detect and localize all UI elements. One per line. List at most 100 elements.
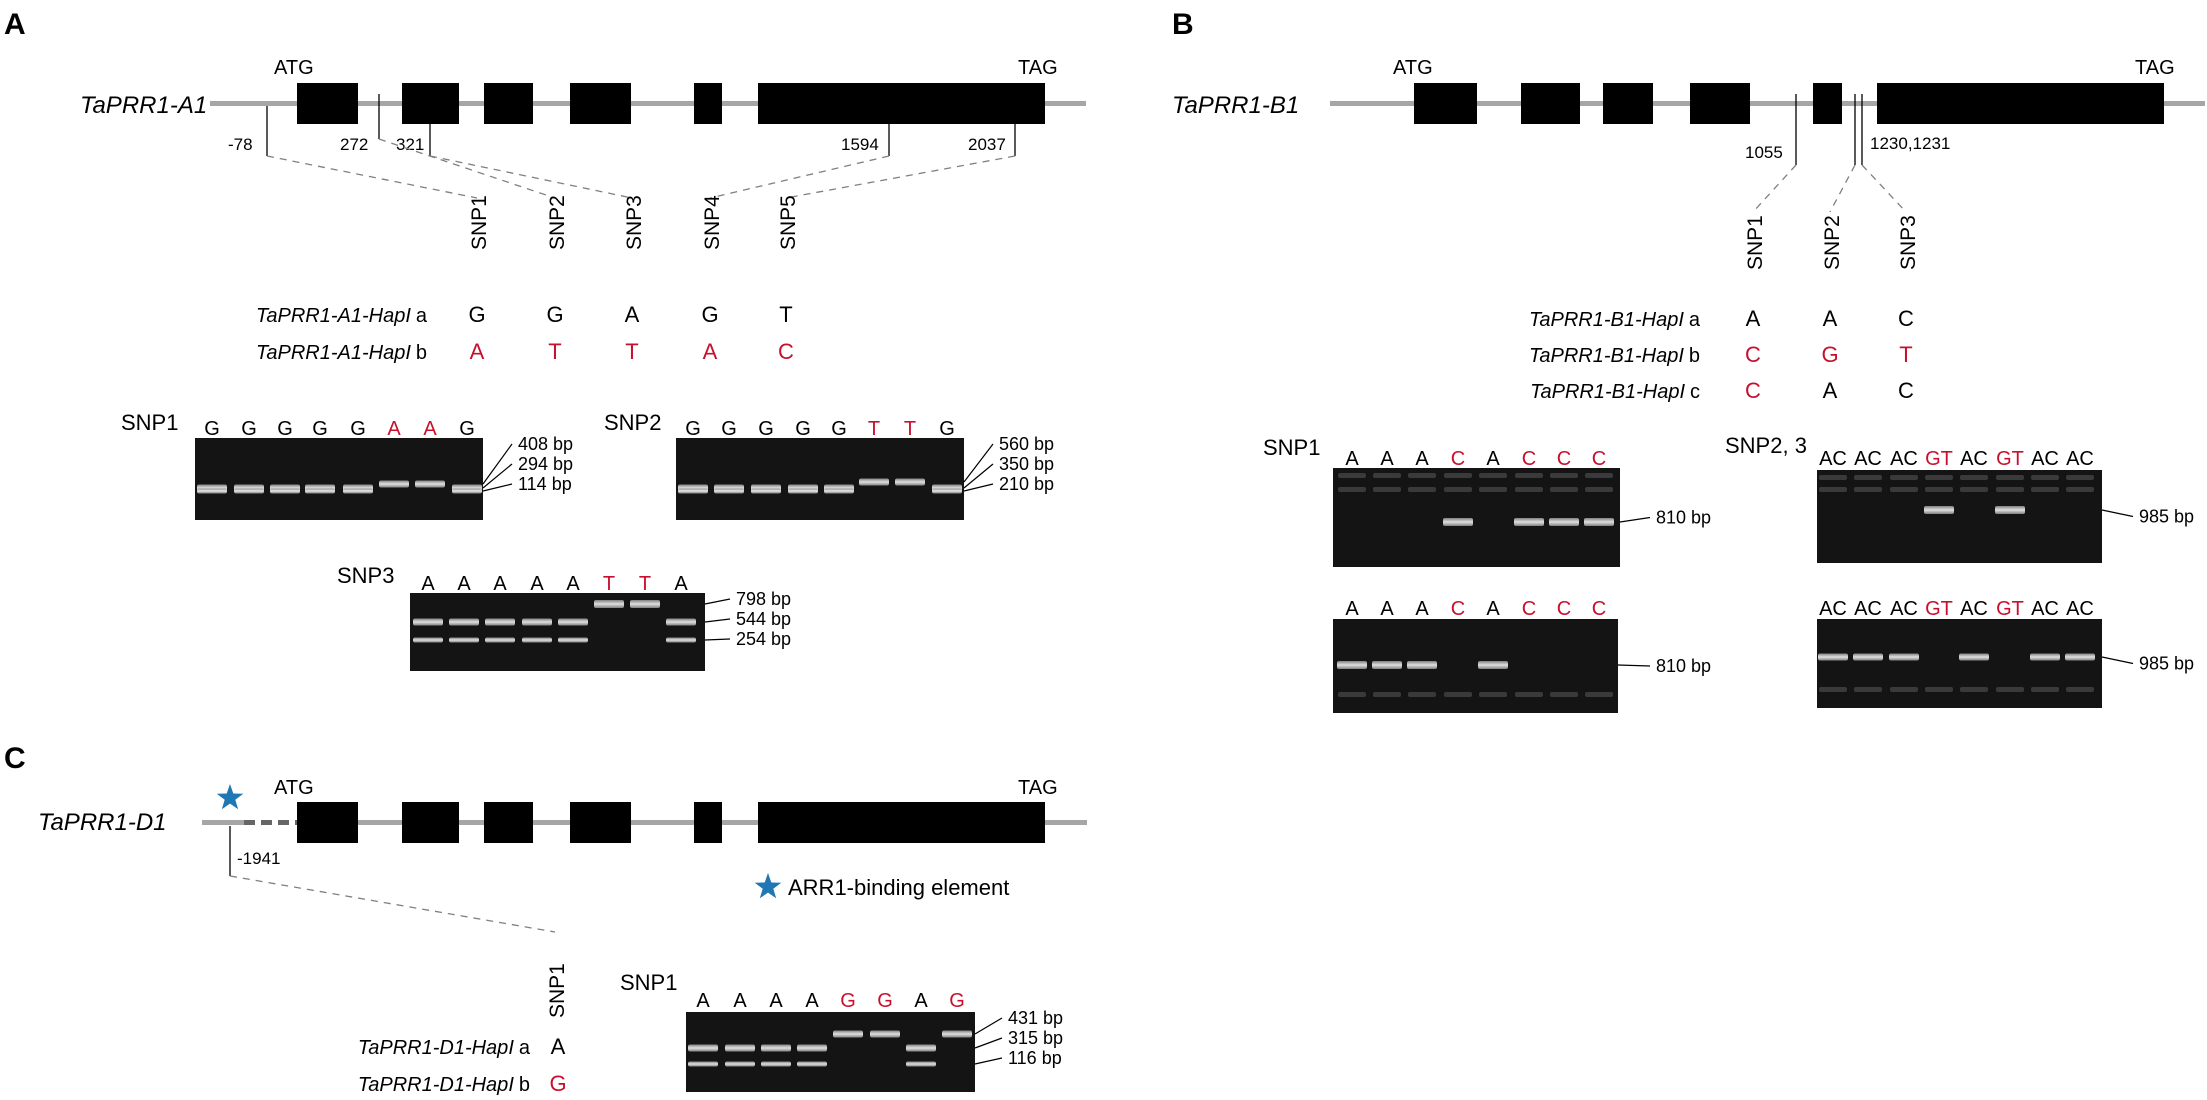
gel-a-1-size-tick-3	[963, 483, 994, 492]
gel-a-2-lane-label-7: T	[639, 573, 651, 595]
gel-a-0-band-1-lane-7	[415, 480, 445, 488]
position-label-a-5: 2037	[968, 135, 1006, 154]
gel-a-0-background	[195, 438, 483, 520]
gel-b-2-faint-band-1-2	[1373, 692, 1401, 697]
gel-b-0-size-label-1: 810 bp	[1656, 508, 1711, 528]
allele-a-b-5: C	[778, 339, 794, 364]
gel-b-1-faint-band-1-4	[1925, 475, 1953, 480]
gel-c-0-band-1-lane-8	[942, 1030, 972, 1038]
gel-a-2-size-tick-2	[704, 618, 731, 623]
gene-backbone-c	[297, 820, 1087, 825]
gel-b-0-lane-label-5: A	[1486, 448, 1500, 470]
gel-a-0-size-label-1: 408 bp	[518, 434, 573, 454]
allele-a-b-1: A	[470, 339, 485, 364]
gel-b-3-lane-label-7: AC	[2031, 598, 2059, 620]
gel-b-0-lane-label-4: C	[1451, 448, 1465, 470]
gel-b-3-faint-band-1-2	[1854, 687, 1882, 692]
exon-c-2	[402, 802, 459, 843]
position-label-a-4: 1594	[841, 135, 879, 154]
gel-b-1-faint-band-2-8	[2066, 487, 2094, 492]
gel-c-0-lane-label-5: G	[840, 990, 856, 1012]
gel-b-0-band-1-lane-8	[1584, 518, 1614, 526]
gel-b-2-lane-label-5: A	[1486, 598, 1500, 620]
gel-a-0-band-3-lane-8	[452, 488, 482, 494]
gel-b-3-lane-label-6: GT	[1996, 598, 2024, 620]
gel-a-1-lane-label-4: G	[795, 418, 811, 440]
exon-c-6	[758, 802, 1045, 843]
gel-b-1-lane-label-5: AC	[1960, 448, 1988, 470]
gel-a-1-lane-label-5: G	[831, 418, 847, 440]
gel-c-0-size-tick-3	[974, 1057, 1003, 1065]
gel-a-1-band-1-lane-7	[895, 478, 925, 486]
exon-b-1	[1414, 83, 1477, 124]
gel-a-1-band-1-lane-6	[859, 478, 889, 486]
gel-b-0-faint-band-1-3	[1408, 473, 1436, 478]
gel-a-1-band-3-lane-2	[714, 488, 744, 494]
tag-label-c: TAG	[1018, 777, 1058, 799]
gel-a-1-size-label-2: 350 bp	[999, 454, 1054, 474]
gel-b-1-faint-band-2-3	[1890, 487, 1918, 492]
gel-a-1-lane-label-7: T	[904, 418, 916, 440]
gene-name-c: TaPRR1-D1	[38, 809, 167, 836]
gel-b-1-faint-band-2-2	[1854, 487, 1882, 492]
gel-a-2-title: SNP3	[337, 563, 394, 588]
arr1-star-icon	[216, 784, 244, 810]
gel-a-2-band-2-lane-4	[522, 618, 552, 626]
gel-b-2-lane-label-6: C	[1522, 598, 1536, 620]
gel-c-0-band-3-lane-7	[906, 1061, 936, 1067]
panel-letter-c: C	[4, 742, 26, 775]
allele-a-a-2: G	[546, 302, 563, 327]
gel-b-3-faint-band-1-1	[1819, 687, 1847, 692]
gel-b-0-faint-band-2-4	[1444, 487, 1472, 492]
gel-a-1-title: SNP2	[604, 410, 661, 435]
gel-b-2-band-1-lane-3	[1407, 661, 1437, 669]
position-label-a-1: -78	[228, 135, 253, 154]
gel-b-0-lane-label-1: A	[1345, 448, 1359, 470]
gel-b-1-size-label-1: 985 bp	[2139, 507, 2194, 527]
gel-a-1-lane-label-8: G	[939, 418, 955, 440]
gel-c-0-lane-label-6: G	[877, 990, 893, 1012]
gel-c-0-lane-label-7: A	[914, 990, 928, 1012]
connector-a-5	[785, 155, 1016, 199]
connector-a-1	[266, 155, 478, 199]
gel-a-0-lane-label-1: G	[204, 418, 220, 440]
allele-b-c-2: A	[1823, 378, 1838, 403]
gel-b-2-band-1-lane-5	[1478, 661, 1508, 669]
gel-b-3-lane-label-3: AC	[1890, 598, 1918, 620]
gel-b-3-faint-band-1-5	[1960, 687, 1988, 692]
gel-a-1-lane-label-2: G	[721, 418, 737, 440]
gel-c-0-lane-label-3: A	[769, 990, 783, 1012]
gel-a-2-band-3-lane-1	[413, 637, 443, 643]
panel-a: A TaPRR1-A1 ATG TAG -78 272 321 1594 203…	[4, 8, 1086, 671]
gel-c-0-size-tick-2	[974, 1037, 1003, 1049]
gel-b-0-band-1-lane-4	[1443, 518, 1473, 526]
gel-a-0-band-3-lane-3	[270, 488, 300, 494]
gel-a-1-lane-label-1: G	[685, 418, 701, 440]
gel-a-1-lane-label-6: T	[868, 418, 880, 440]
gel-a-0-band-3-lane-4	[305, 488, 335, 494]
gel-b-0-faint-band-2-5	[1479, 487, 1507, 492]
connector-b-2	[1829, 164, 1856, 213]
atg-label-c: ATG	[274, 777, 314, 799]
gel-b-3-faint-band-1-6	[1996, 687, 2024, 692]
gel-a-2-band-2-lane-1	[413, 618, 443, 626]
gel-b-2-lane-label-2: A	[1380, 598, 1394, 620]
snp-label-a-3: SNP3	[623, 195, 646, 250]
snp-label-a-2: SNP2	[546, 195, 569, 250]
gel-b-0-band-1-lane-7	[1549, 518, 1579, 526]
gel-b-0-title: SNP1	[1263, 435, 1320, 460]
gel-b-1-faint-band-1-8	[2066, 475, 2094, 480]
gel-a-0-band-3-lane-2	[234, 488, 264, 494]
gel-b-2-faint-band-1-6	[1515, 692, 1543, 697]
exon-b-5	[1813, 83, 1842, 124]
allele-a-b-4: A	[703, 339, 718, 364]
gel-b-1-lane-label-3: AC	[1890, 448, 1918, 470]
